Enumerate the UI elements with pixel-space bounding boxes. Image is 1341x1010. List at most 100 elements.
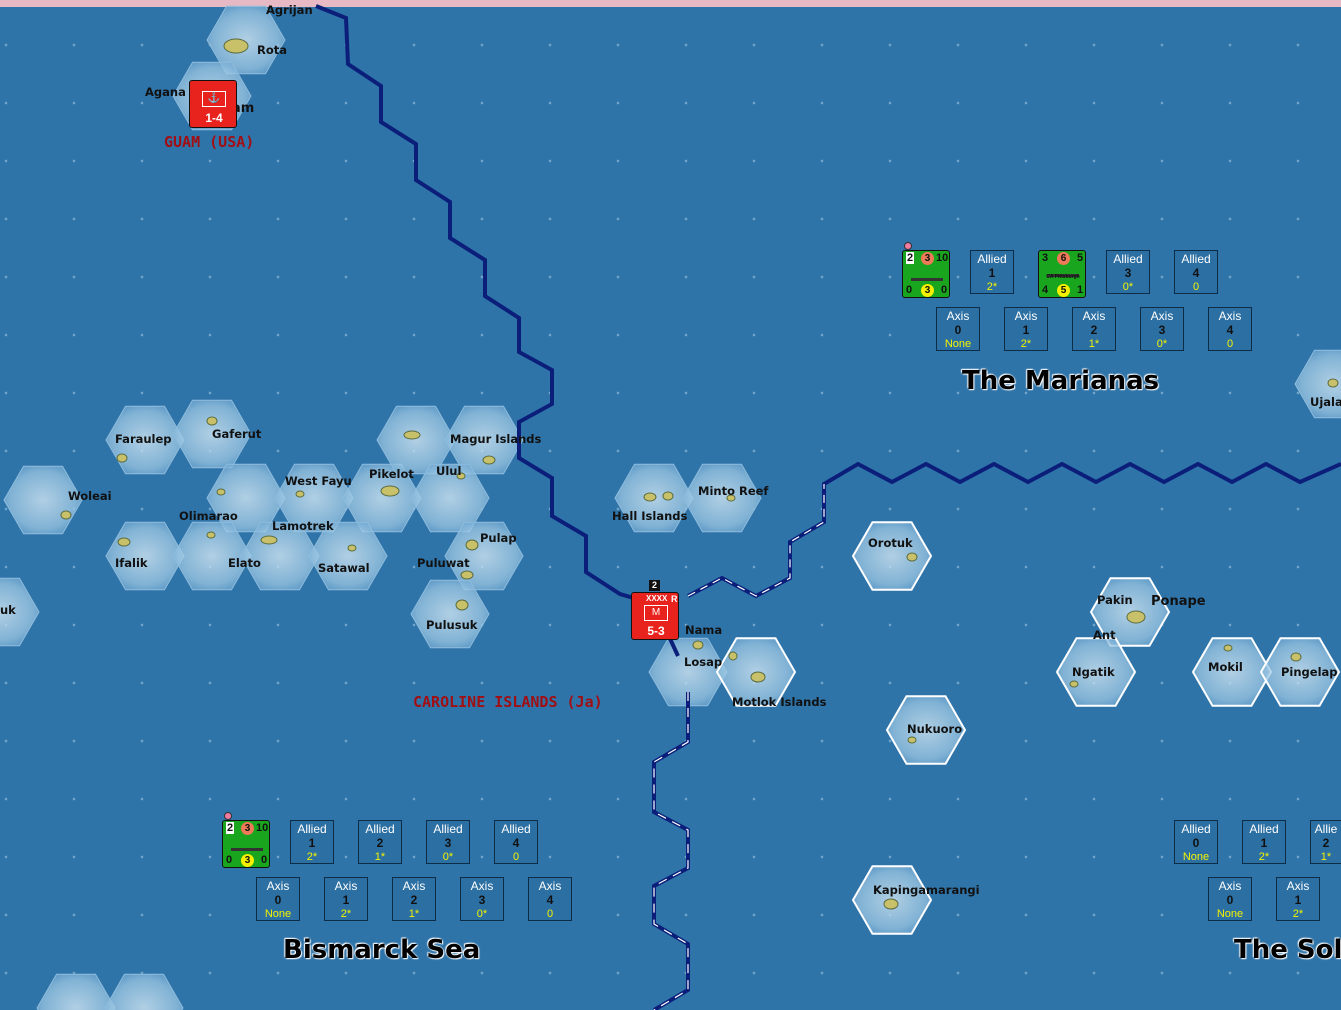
island-shape <box>223 38 249 54</box>
owner-label-guam: GUAM (USA) <box>164 133 255 151</box>
island-label: Rota <box>257 43 288 57</box>
land-hex[interactable] <box>206 5 286 75</box>
island-shape <box>295 490 305 498</box>
island-label: Losap <box>684 655 723 669</box>
island-shape <box>662 491 674 501</box>
ship-name: CA Pittsburgh <box>1046 274 1080 280</box>
land-hex[interactable] <box>410 579 490 649</box>
window-top-edge <box>0 0 1341 7</box>
land-hex[interactable] <box>308 521 388 591</box>
bismarck-air-counter[interactable]: 2 3 10 0 3 0 <box>222 820 270 868</box>
island-shape <box>116 453 128 463</box>
island-label: Pikelot <box>369 467 414 481</box>
island-label: West Fayu <box>285 474 352 488</box>
island-label: Satawal <box>318 561 370 575</box>
marianas-air-counter[interactable]: 2 3 10 0 3 0 <box>902 250 950 298</box>
counter-value: 1-4 <box>205 111 223 125</box>
land-hex[interactable] <box>36 973 116 1010</box>
land-hex[interactable] <box>885 695 967 765</box>
counter-stat: 6 <box>1057 252 1070 265</box>
counter-stat: 2 <box>226 822 235 834</box>
island-label: Pingelap <box>1281 665 1338 679</box>
island-shape <box>750 671 766 683</box>
island-label: Mokil <box>1208 660 1243 674</box>
island-label: Nama <box>685 623 723 637</box>
island-label: Minto Reef <box>698 484 769 498</box>
island-shape <box>403 430 421 440</box>
counter-value: 5-3 <box>647 624 665 638</box>
land-hex[interactable] <box>648 637 728 707</box>
island-label: Ifalik <box>115 556 148 570</box>
island-label: Puluwat <box>417 556 470 570</box>
island-shape <box>906 552 918 562</box>
island-shape <box>1327 378 1339 388</box>
island-shapes <box>60 38 1339 910</box>
island-shape <box>460 570 474 580</box>
land-hex[interactable] <box>682 463 762 533</box>
counter-stat: 3 <box>1042 252 1049 264</box>
land-hex[interactable] <box>240 521 320 591</box>
stack-count-badge: 2 <box>649 580 660 591</box>
border-line-south-white <box>653 692 689 1010</box>
island-shape <box>1069 680 1079 688</box>
counter-stat: 5 <box>1077 252 1084 264</box>
island-label: Kapingamarangi <box>873 883 980 897</box>
island-shape <box>260 535 278 545</box>
unit-size: XXXX <box>646 594 668 603</box>
land-hex[interactable] <box>1259 637 1341 707</box>
land-hex[interactable] <box>104 973 184 1010</box>
island-label: Lamotrek <box>272 519 334 533</box>
island-label: Orotuk <box>868 536 913 550</box>
land-hex[interactable] <box>172 521 252 591</box>
island-shape <box>455 599 469 611</box>
land-hex[interactable] <box>1055 637 1137 707</box>
land-hex[interactable] <box>0 577 40 647</box>
border-line-east <box>687 461 1341 599</box>
island-shape <box>1223 644 1233 652</box>
land-hex[interactable] <box>1294 349 1341 419</box>
island-shape <box>1126 610 1146 624</box>
island-label: Nukuoro <box>907 722 963 736</box>
guam-garrison-counter[interactable]: ⚓ 1-4 <box>189 80 237 128</box>
island-shape <box>380 485 400 497</box>
marianas-ship-counter[interactable]: 3 6 5 CA Pittsburgh 4 5 1 <box>1038 250 1086 298</box>
caroline-army-counter[interactable]: XXXX R M 5-3 <box>631 592 679 640</box>
island-shape <box>692 640 704 650</box>
island-shape <box>465 539 479 551</box>
counter-stat: 2 <box>906 252 915 264</box>
border-line-south <box>652 692 690 1010</box>
land-hex[interactable] <box>1191 637 1273 707</box>
island-shape <box>482 455 496 465</box>
counter-stat: 0 <box>226 854 233 866</box>
island-label: Ulul <box>436 464 462 478</box>
land-hex[interactable] <box>444 405 524 475</box>
island-shape <box>347 544 357 552</box>
island-shape <box>216 488 226 496</box>
aircraft-icon <box>911 268 943 281</box>
land-hex[interactable] <box>851 521 933 591</box>
mechanized-unit-icon: M <box>644 605 668 621</box>
